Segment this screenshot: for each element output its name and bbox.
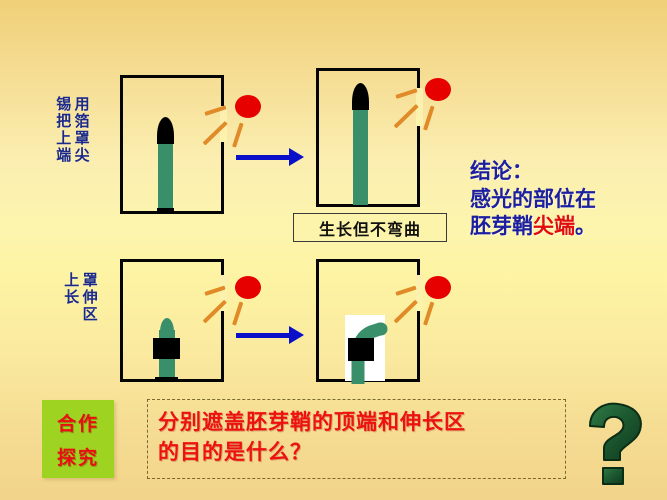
- coleoptile-2-stem: [353, 107, 368, 205]
- conclusion-line-3-prefix: 胚芽鞘: [470, 214, 533, 239]
- inquiry-question-line-2: 的目的是什么？: [158, 440, 312, 465]
- result-caption-1: 生长但不弯曲: [293, 213, 447, 242]
- coleoptile-1-stem: [158, 141, 173, 212]
- inquiry-badge-line-2: 探究: [56, 446, 99, 469]
- light-source-2: [425, 78, 451, 101]
- conclusion-block: 结论： 感光的部位在 胚芽鞘尖端。: [470, 158, 665, 241]
- light-ray-3c: [232, 301, 244, 326]
- conclusion-line-2: 感光的部位在: [470, 186, 596, 211]
- box-3-light-opening: [220, 275, 227, 311]
- inquiry-question-line-1: 分别遮盖胚芽鞘的顶端和伸长区: [158, 410, 466, 434]
- conclusion-line-1: 结论：: [470, 159, 533, 183]
- conclusion-line-3-suffix: 。: [575, 214, 596, 239]
- light-ray-4c: [423, 301, 435, 326]
- coleoptile-1-base: [157, 208, 174, 213]
- coleoptile-1-foil-tip: [157, 117, 174, 144]
- light-ray-1c: [232, 122, 244, 148]
- transition-arrow-2-line: [236, 333, 291, 338]
- inquiry-badge: 合作 探究: [42, 400, 114, 478]
- label-experiment-1-col-right: 用箔罩尖: [72, 96, 91, 164]
- label-experiment-2-col-right: 罩伸区: [80, 272, 99, 323]
- question-mark-icon: [589, 402, 642, 485]
- light-source-1: [235, 95, 261, 118]
- coleoptile-3-foil-band: [153, 338, 180, 359]
- light-source-3: [235, 276, 261, 299]
- light-source-4: [425, 276, 451, 299]
- label-experiment-2-col-left: 上长: [62, 272, 81, 306]
- experiment-box-1-after: [316, 68, 420, 207]
- label-experiment-1: 用箔罩尖 锡把上端: [54, 96, 91, 164]
- transition-arrow-1-head: [289, 148, 304, 166]
- transition-arrow-1-line: [236, 155, 291, 160]
- conclusion-line-3: 胚芽鞘尖端。: [470, 213, 665, 241]
- coleoptile-2-foil-tip: [352, 83, 369, 110]
- label-experiment-1-col-left: 锡把上端: [54, 96, 73, 164]
- result-caption-1-text: 生长但不弯曲: [318, 219, 421, 239]
- label-experiment-2: 罩伸区 上长: [62, 272, 99, 323]
- coleoptile-4-foil-band: [348, 338, 374, 361]
- inquiry-badge-line-1: 合作: [56, 412, 99, 435]
- box-2-light-opening: [416, 88, 423, 126]
- coleoptile-3-tip: [160, 318, 174, 338]
- conclusion-line-3-highlight: 尖端: [533, 214, 575, 239]
- transition-arrow-2-head: [289, 326, 304, 344]
- light-ray-2c: [423, 105, 435, 131]
- inquiry-question-panel: 分别遮盖胚芽鞘的顶端和伸长区 的目的是什么？: [147, 399, 566, 479]
- coleoptile-3-base: [155, 377, 178, 382]
- box-4-light-opening: [416, 275, 423, 311]
